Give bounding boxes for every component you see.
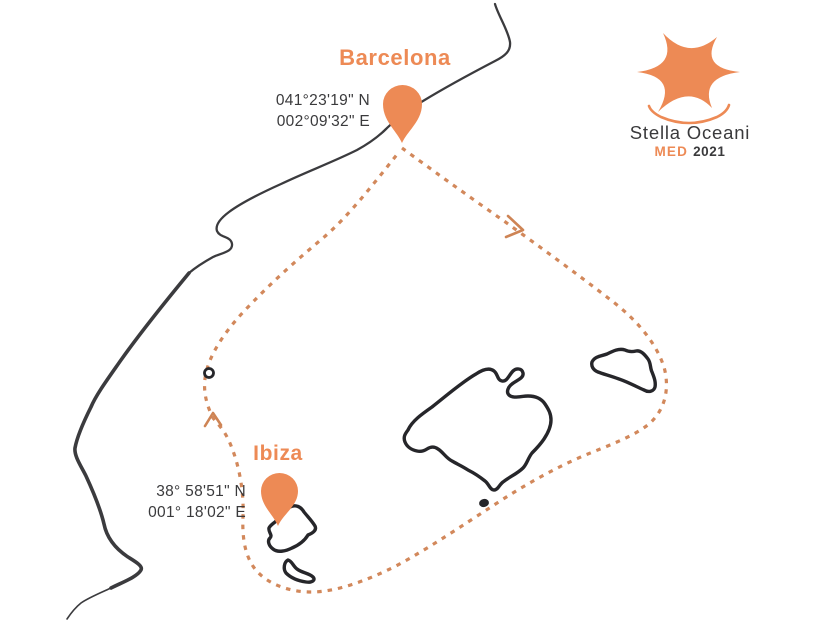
- formentera-island: [282, 558, 316, 584]
- logo-arc-icon: [647, 103, 731, 125]
- route-arrow-southeast-icon: [504, 214, 525, 239]
- ibiza-label: Ibiza: [253, 442, 303, 465]
- logo-star-icon: [637, 33, 740, 112]
- logo-year: 2021: [693, 144, 726, 159]
- route-arrow-north-icon: [203, 411, 223, 428]
- cabrera-islet: [479, 498, 489, 508]
- logo-title: Stella Oceani: [629, 122, 751, 143]
- menorca-island: [590, 347, 657, 394]
- barcelona-latitude: 041°23'19" N: [275, 92, 370, 109]
- barcelona-label: Barcelona: [339, 45, 451, 70]
- route-path: [202, 146, 668, 594]
- barcelona-longitude: 002°09'32" E: [276, 113, 370, 130]
- coastline: [66, 2, 512, 620]
- ibiza-latitude: 38° 58'51" N: [156, 483, 246, 500]
- logo-trip-label: MED: [654, 144, 689, 159]
- offshore-islet: [203, 367, 215, 379]
- ibiza-longitude: 001° 18'02" E: [148, 504, 246, 521]
- barcelona-pin-icon: [383, 85, 422, 143]
- logo-subtitle: MED 2021: [590, 144, 790, 159]
- ibiza-pin-icon: [261, 473, 298, 526]
- mallorca-island: [402, 367, 553, 492]
